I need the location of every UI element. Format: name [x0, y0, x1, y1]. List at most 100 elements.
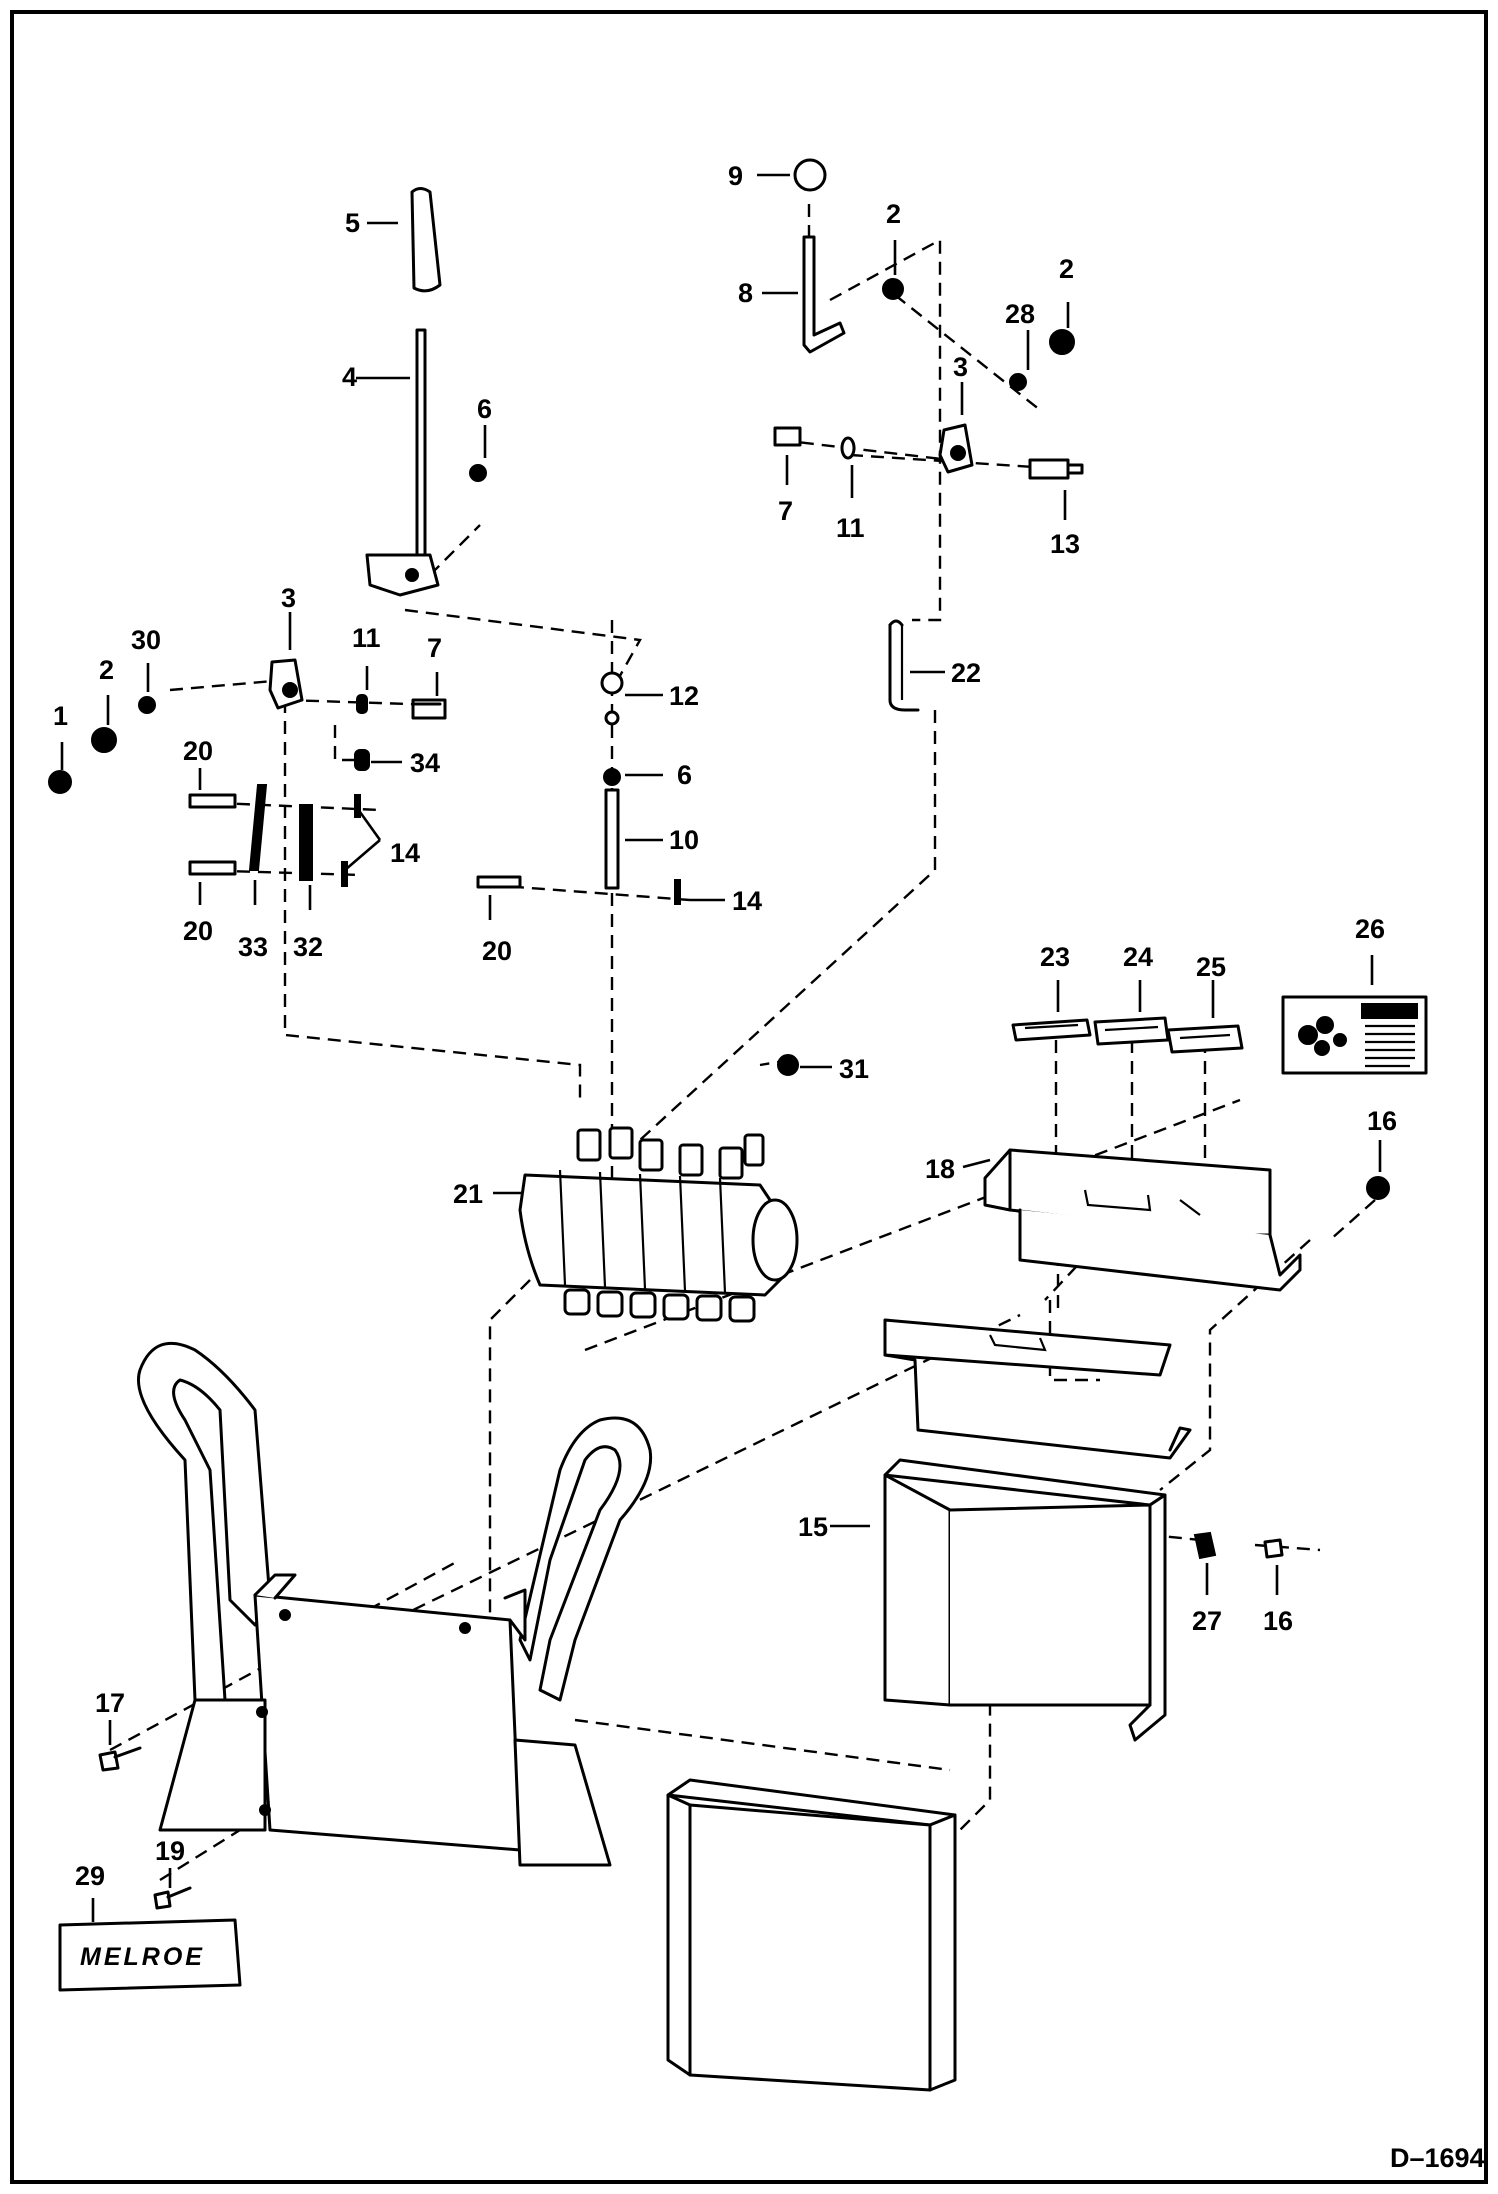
left-leg-flare [158, 1698, 267, 1832]
lever-knob-9 [793, 158, 827, 192]
link-32 [299, 804, 313, 881]
left-loop-handle [137, 1341, 272, 1702]
valve-relief-cap [751, 1198, 799, 1282]
left-pivot-hardware [48, 658, 447, 887]
callout-34: 34 [410, 748, 440, 778]
callout-7-right: 7 [778, 496, 793, 526]
pivot-pin-right-icon [950, 445, 966, 461]
callout-5: 5 [345, 208, 360, 238]
decal-24-text [1104, 1025, 1159, 1032]
callout-18: 18 [925, 1154, 955, 1184]
callout-23: 23 [1040, 942, 1070, 972]
shield-18-notch [1083, 1189, 1201, 1216]
bolt-16-lower [1263, 1538, 1284, 1559]
right-leg-flare [513, 1738, 612, 1867]
lever-bracket [365, 553, 440, 597]
callout-26: 26 [1355, 914, 1385, 944]
nut-6-icon [603, 768, 621, 786]
clip-27 [1193, 1531, 1217, 1560]
stud-13 [1028, 458, 1084, 480]
bushing-11-icon [356, 694, 368, 714]
callout-11-right: 11 [836, 513, 865, 543]
valve-fittings [576, 1126, 765, 1180]
callout-31: 31 [839, 1054, 869, 1084]
callout-33: 33 [238, 932, 268, 962]
pin-20-upper [188, 793, 237, 809]
bushing-11-right [840, 436, 856, 460]
bolt-19 [153, 1886, 192, 1910]
callout-3-left: 3 [281, 583, 296, 613]
lever-rod-8 [802, 235, 846, 354]
callout-11-left: 11 [352, 623, 381, 653]
bolt-17 [98, 1746, 142, 1772]
bolt-7 [411, 698, 447, 720]
pin-20-centre [476, 875, 522, 889]
callout-7-left: 7 [427, 633, 442, 663]
nut-31-icon [777, 1054, 799, 1076]
decal-25 [1166, 1024, 1244, 1054]
shield-bottom-right [928, 1813, 957, 2092]
callout-20-lower: 20 [183, 916, 213, 946]
nut-2-far-icon [1049, 329, 1075, 355]
shield-18 [983, 1148, 1390, 1292]
left-lever-rod [415, 328, 427, 560]
valve-spools [558, 1169, 727, 1294]
callout-10: 10 [669, 825, 699, 855]
page-border [10, 10, 1488, 2184]
callout-32: 32 [293, 932, 323, 962]
callout-2-far: 2 [1059, 254, 1074, 284]
callout-29: 29 [75, 1861, 105, 1891]
shield-middle-side [883, 1353, 1192, 1460]
control-valve [518, 1054, 799, 1323]
callout-30: 30 [131, 625, 161, 655]
ball-joint-stem [604, 710, 620, 726]
rod-22-bend [888, 619, 904, 627]
left-control-lever [365, 187, 487, 597]
nut-icon [469, 464, 487, 482]
decal-26-pictogram [1298, 1016, 1347, 1056]
callout-labels: 1 2 2 2 3 3 4 5 6 6 7 7 8 9 10 11 11 12 … [53, 161, 1397, 1891]
shield-middle-notch [989, 1334, 1047, 1352]
rod-22 [888, 623, 920, 712]
shield-18-side [1018, 1208, 1302, 1292]
shield-15-left [883, 1473, 952, 1707]
callout-19: 19 [155, 1836, 185, 1866]
callout-25: 25 [1196, 952, 1226, 982]
cotter-pin-14-lower [341, 861, 348, 887]
callout-4: 4 [342, 362, 357, 392]
callout-20-centre: 20 [482, 936, 512, 966]
document-id: D–1694 [1390, 2143, 1485, 2173]
bolt-7-right [773, 426, 802, 447]
callout-16-upper: 16 [1367, 1106, 1397, 1136]
right-control-lever [773, 158, 1084, 712]
decal-23-text [1024, 1023, 1079, 1030]
leader-lines [60, 173, 1382, 1922]
nameplate-29 [58, 1918, 242, 1992]
nameplate-text: MELROE [80, 1943, 205, 1971]
bushing-34-icon [354, 749, 370, 771]
callout-13: 13 [1050, 529, 1080, 559]
decals [1011, 995, 1428, 1075]
centre-linkage [476, 671, 681, 905]
shield-15-back [948, 1503, 1152, 1707]
frame-tab-right [503, 1588, 527, 1642]
callout-9: 9 [728, 161, 743, 191]
callout-3-right: 3 [953, 352, 968, 382]
washer-30-icon [138, 696, 156, 714]
frame-hole-4 [259, 1804, 271, 1816]
callout-24: 24 [1123, 942, 1153, 972]
callout-2-left: 2 [99, 655, 114, 685]
link-33 [248, 784, 268, 871]
pin-20-lower [188, 860, 237, 876]
callout-14-left: 14 [390, 838, 420, 868]
washer-28-icon [1009, 373, 1027, 391]
shield-bottom [666, 1778, 957, 2092]
pivot-pin-icon [282, 682, 298, 698]
frame-hole-3 [256, 1706, 268, 1718]
callout-15: 15 [798, 1512, 828, 1542]
callout-20-upper: 20 [183, 736, 213, 766]
callout-12: 12 [669, 681, 699, 711]
ball-joint-12 [600, 671, 624, 695]
frame-panel [253, 1593, 522, 1852]
shield-18-front [983, 1148, 1012, 1212]
